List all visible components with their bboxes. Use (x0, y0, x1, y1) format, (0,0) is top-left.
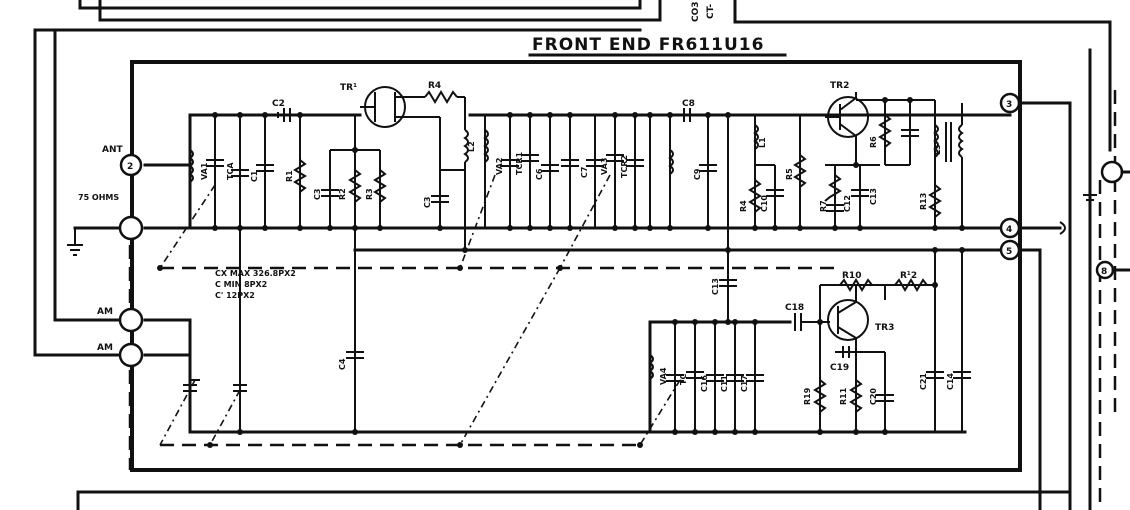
label-c6: C6 (535, 168, 544, 180)
label-tc: TC (679, 374, 688, 385)
module-title: FRONT END FR611U16 (532, 35, 764, 55)
am-label-2: AM (97, 343, 113, 353)
rf-input-network (277, 108, 387, 228)
label-va2: VA2 (495, 158, 504, 175)
label-c16: C16 (700, 375, 709, 392)
label-r4b: R4 (739, 200, 748, 212)
label-tr2: TR2 (830, 81, 849, 91)
note-c-min: C MIN 8PX2 (215, 280, 267, 289)
ground-symbol-left (67, 226, 120, 256)
label-tcr1: TCR1 (515, 152, 524, 175)
label-l1: L1 (758, 137, 767, 148)
capacitance-notes: CX MAX 326.8PX2 C MIN 8PX2 C' 12PX2 (215, 269, 296, 300)
terminal-right-top (1100, 160, 1124, 184)
terminal-3: 3 (999, 92, 1021, 114)
svg-text:4: 4 (1006, 225, 1012, 235)
ohms-label: 75 OHMS (78, 193, 119, 202)
note-c-prime: C' 12PX2 (215, 291, 255, 300)
outer-wiring (33, 0, 1117, 510)
label-tcr2: TCR2 (620, 155, 629, 178)
front-end-module-box (130, 53, 1022, 472)
svg-text:CO3: CO3 (691, 1, 701, 22)
terminal-am-2 (118, 342, 144, 368)
svg-text:2: 2 (127, 162, 133, 172)
am-label-1: AM (97, 307, 113, 317)
label-l3: L3 (933, 144, 942, 155)
label-c18: C18 (785, 303, 804, 313)
label-c3b: C3 (423, 197, 432, 208)
terminal-ant: 2 (119, 153, 143, 177)
label-tr1: TR¹ (340, 83, 357, 93)
label-r10: R10 (842, 271, 861, 281)
label-c10: C10 (760, 195, 769, 212)
label-tca: TCA (226, 162, 235, 180)
label-c13: C13 (869, 188, 878, 205)
terminal-am-1 (118, 307, 144, 333)
tr2-stage (727, 92, 964, 322)
label-c14: C14 (946, 373, 955, 390)
am-stage (183, 165, 971, 432)
svg-text:CT-: CT- (706, 4, 716, 19)
label-r4: R4 (428, 81, 441, 91)
component-labels: TR¹ TR2 TR3 R4 C2 C8 R10 R¹2 C18 C19 VA1… (200, 81, 955, 405)
terminal-5: 5 (999, 239, 1021, 261)
corner-label: CO3 CT- (691, 1, 716, 22)
ganged-tuning-links (128, 174, 840, 470)
label-c13b: C13 (711, 278, 720, 295)
label-c19: C19 (830, 363, 849, 373)
tr1-transistor (354, 86, 469, 250)
label-r19: R19 (803, 387, 812, 405)
label-c2: C2 (272, 99, 285, 109)
label-c17: C17 (740, 375, 749, 392)
label-c3: C3 (313, 189, 322, 200)
label-r7: R7 (819, 200, 828, 212)
capacitor-bank-3 (586, 108, 717, 228)
label-r6: R6 (869, 136, 878, 148)
note-cx-max: CX MAX 326.8PX2 (215, 269, 296, 278)
svg-text:3: 3 (1006, 100, 1012, 110)
label-r3: R3 (365, 188, 374, 200)
label-c20: C20 (869, 388, 878, 405)
label-r2: R2 (338, 188, 347, 200)
label-r12: R¹2 (900, 271, 917, 281)
ant-label: ANT (102, 145, 123, 155)
label-r5: R5 (785, 168, 794, 180)
label-c8: C8 (682, 99, 695, 109)
terminal-ground (118, 215, 144, 241)
label-r1: R1 (285, 170, 294, 182)
label-c7: C7 (580, 167, 589, 178)
label-c1: C1 (250, 170, 259, 182)
label-c9: C9 (693, 168, 702, 180)
svg-text:5: 5 (1006, 247, 1012, 257)
svg-text:8: 8 (1101, 267, 1107, 277)
label-c12: C12 (843, 195, 852, 212)
label-va4: VA4 (659, 367, 668, 385)
label-r11: R11 (839, 387, 848, 405)
label-c11: C11 (720, 375, 729, 392)
junction-dots (157, 97, 965, 448)
capacitor-bank-2 (483, 115, 579, 228)
label-c21: C21 (919, 373, 928, 390)
label-va3: VA3 (600, 158, 609, 175)
terminal-4: 4 (999, 217, 1021, 239)
label-l2: L2 (467, 141, 476, 152)
label-c4: C4 (338, 358, 347, 370)
label-r13: R13 (919, 193, 928, 210)
label-va1: VA1 (200, 162, 209, 180)
label-tr3: TR3 (875, 323, 894, 333)
ground-symbol-right (1083, 185, 1097, 201)
terminal-8: 8 (1095, 260, 1115, 280)
